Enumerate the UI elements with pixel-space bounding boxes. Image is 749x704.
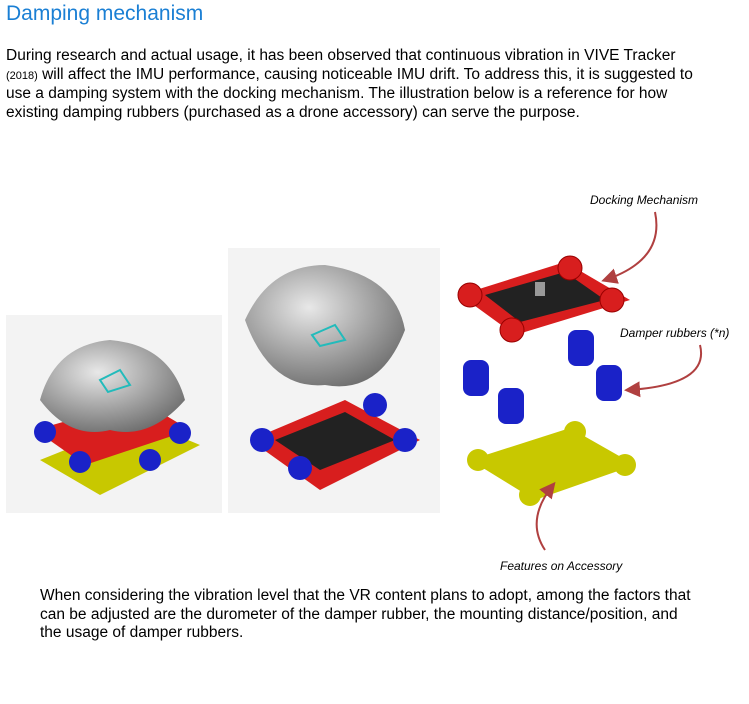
dampers-arrow [624,344,703,398]
assembled-tracker-panel [6,315,222,513]
intro-text-1: During research and actual usage, it has… [6,47,676,64]
outro-paragraph: When considering the vibration level tha… [40,587,691,642]
docking-mechanism-label: Docking Mechanism [590,193,699,207]
damper-rubbers-label: Damper rubbers (*n) [620,326,730,340]
intro-paragraph: During research and actual usage, it has… [6,47,706,122]
docking-arrow [601,211,658,284]
section-title: Damping mechanism [6,2,204,25]
components-panel [457,255,636,506]
exploded-tracker-panel [228,248,440,513]
intro-year: (2018) [6,69,38,82]
intro-text-2: will affect the IMU performance, causing… [6,65,693,121]
features-arrow [535,481,556,551]
features-label: Features on Accessory [500,559,623,573]
